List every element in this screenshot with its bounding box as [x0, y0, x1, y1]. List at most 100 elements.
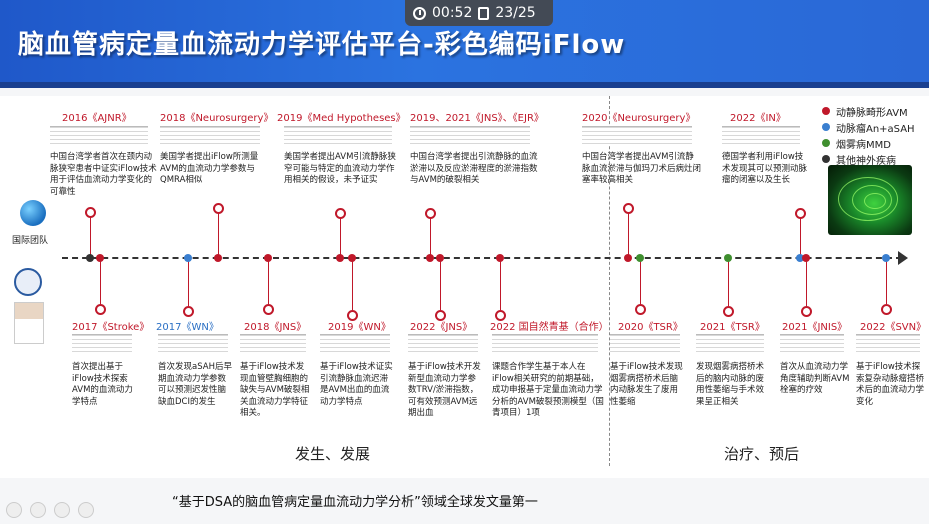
- legend-dot-icon: [822, 139, 830, 147]
- axis-dot-icon: [214, 254, 222, 262]
- event-stem: [640, 258, 641, 304]
- event-label: 2020《Neurosurgery》: [582, 113, 696, 124]
- event-marker-icon[interactable]: [801, 306, 812, 317]
- paper-thumbnail: [320, 334, 390, 354]
- pen-tool-button[interactable]: [30, 502, 46, 518]
- paper-thumbnail: [582, 126, 692, 146]
- axis-dot-icon: [796, 254, 804, 262]
- axis-dot-icon: [264, 254, 272, 262]
- event-description: 基于iFlow技术发现血管壁胸细胞的缺失与AVM破裂相关血流动力学特征相关。: [240, 362, 310, 418]
- event-marker-icon[interactable]: [795, 208, 806, 219]
- event-description: 美国学者提出AVM引流静脉狭窄可能与特定的血流动力学作用相关的假设，未予证实: [284, 152, 396, 185]
- zoom-button[interactable]: [78, 502, 94, 518]
- event-marker-icon[interactable]: [495, 310, 506, 321]
- event-description: 中国台湾学者首次在颈内动脉狭窄患者中证实iFlow技术用于评估血流动力学变化的可…: [50, 152, 157, 197]
- event-marker-icon[interactable]: [85, 207, 96, 218]
- event-stem: [340, 214, 341, 258]
- event-marker-icon[interactable]: [335, 208, 346, 219]
- event-marker-icon[interactable]: [623, 203, 634, 214]
- event-marker-icon[interactable]: [723, 306, 734, 317]
- event-marker-icon[interactable]: [183, 306, 194, 317]
- event-label: 2022 国自然青基（合作）: [490, 322, 609, 333]
- paper-thumbnail: [72, 334, 132, 354]
- event-stem: [800, 214, 801, 258]
- event-stem: [218, 209, 219, 258]
- event-stem: [430, 214, 431, 258]
- event-label: 2020《TSR》: [618, 322, 683, 333]
- presentation-toolbar[interactable]: 00:52 23/25: [405, 0, 553, 26]
- event-description: 发现烟雾病搭桥术后的脑内动脉的废用性萎缩与手术效果呈正相关: [696, 362, 765, 407]
- event-description: 基于iFlow技术发现烟雾病搭桥术后脑内动脉发生了废用性萎缩: [610, 362, 683, 407]
- event-marker-icon[interactable]: [95, 304, 106, 315]
- axis-dot-icon: [184, 254, 192, 262]
- legend-item: 动静脉畸形AVM: [836, 108, 908, 119]
- paper-thumbnail: [158, 334, 228, 354]
- event-description: 中国台湾学者提出AVM引流静脉血流淤滞与伽玛刀术后病灶闭塞率较高相关: [582, 152, 702, 185]
- event-marker-icon[interactable]: [263, 304, 274, 315]
- axis-dot-icon: [86, 254, 94, 262]
- axis-dot-icon: [496, 254, 504, 262]
- event-description: 德国学者利用iFlow技术发现其可以预测动脉瘤的闭塞以及生长: [722, 152, 808, 185]
- event-stem: [188, 258, 189, 306]
- event-label: 2016《AJNR》: [62, 113, 132, 124]
- paper-thumbnail: [160, 126, 260, 146]
- timeline-arrow-icon: [898, 251, 908, 265]
- banner-stripe: [0, 82, 929, 88]
- event-stem: [500, 258, 501, 310]
- event-marker-icon[interactable]: [347, 310, 358, 321]
- axis-dot-icon: [624, 254, 632, 262]
- event-marker-icon[interactable]: [213, 203, 224, 214]
- event-description: 课题合作学生基于本人在iFlow相关研究的前期基础，成功申报基于定量血流动力学分…: [492, 362, 604, 418]
- axis-dot-icon: [96, 254, 104, 262]
- event-stem: [728, 258, 729, 306]
- legend-dot-icon: [822, 155, 830, 163]
- event-label: 2018《JNS》: [244, 322, 307, 333]
- event-label: 2021《JNIS》: [782, 322, 848, 333]
- timer-icon: [413, 6, 426, 20]
- axis-dot-icon: [348, 254, 356, 262]
- paper-thumbnail: [284, 126, 392, 146]
- event-label: 2017《WN》: [156, 322, 219, 333]
- event-stem: [100, 258, 101, 304]
- legend-item: 烟雾病MMD: [836, 140, 891, 151]
- event-stem: [352, 258, 353, 310]
- event-label: 2022《SVN》: [860, 322, 927, 333]
- paper-thumbnail: [50, 126, 148, 146]
- event-description: 首次从血流动力学角度辅助判断AVM栓塞的疗效: [780, 362, 850, 395]
- event-stem: [90, 213, 91, 258]
- page-title: 脑血管病定量血流动力学评估平台-彩色编码iFlow: [18, 30, 626, 60]
- event-label: 2017《Stroke》: [72, 322, 150, 333]
- axis-dot-icon: [882, 254, 890, 262]
- event-description: 基于iFlow技术证实引流静脉血流迟滞是AVM出血的血流动力学特点: [320, 362, 393, 407]
- axis-dot-icon: [436, 254, 444, 262]
- intl-team-label: 国际团队: [12, 236, 49, 246]
- event-label: 2022《IN》: [730, 113, 786, 124]
- globe-icon: [20, 200, 46, 226]
- pages-icon: [478, 6, 490, 20]
- paper-thumbnail: [240, 334, 306, 354]
- paper-thumbnail: [410, 126, 530, 146]
- event-label: 2022《JNS》: [410, 322, 473, 333]
- phase-divider: [609, 96, 610, 466]
- event-description: 基于iFlow技术探索复杂动脉瘤搭桥术后的血流动力学变化: [856, 362, 925, 407]
- page-counter: 23/25: [495, 5, 536, 21]
- event-stem: [440, 258, 441, 310]
- event-description: 美国学者提出iFlow所测量AVM的血流动力学参数与QMRA相似: [160, 152, 259, 185]
- legend-item: 动脉瘤An+aSAH: [836, 124, 915, 135]
- paper-thumbnail: [856, 334, 920, 354]
- legend-dot-icon: [822, 123, 830, 131]
- axis-dot-icon: [802, 254, 810, 262]
- event-marker-icon[interactable]: [881, 304, 892, 315]
- event-marker-icon[interactable]: [435, 310, 446, 321]
- prev-slide-button[interactable]: [6, 502, 22, 518]
- event-marker-icon[interactable]: [635, 304, 646, 315]
- axis-dot-icon: [426, 254, 434, 262]
- paper-thumbnail: [722, 126, 800, 146]
- slides-overview-button[interactable]: [54, 502, 70, 518]
- event-marker-icon[interactable]: [425, 208, 436, 219]
- avatar: [14, 302, 44, 344]
- brain-iflow-image: [828, 165, 912, 235]
- event-label: 2019《Med Hypotheses》: [277, 113, 406, 124]
- event-description: 基于iFlow技术开发新型血流动力学参数TRV/淤滞指数，可有效预测AVM远期出…: [408, 362, 481, 418]
